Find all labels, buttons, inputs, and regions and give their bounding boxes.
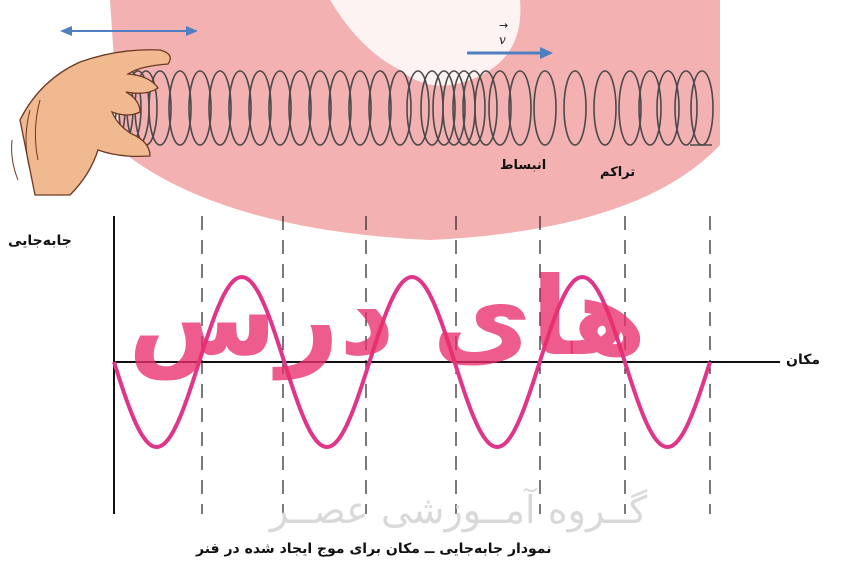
spring-loop [406, 70, 430, 146]
spring-loop [488, 70, 512, 146]
arrow-right-icon [467, 47, 553, 59]
spring-loop [248, 70, 272, 146]
spring-loop [432, 70, 456, 146]
spring-loop [208, 70, 232, 146]
rarefaction-label: انبساط [500, 158, 547, 173]
spring-loop [268, 70, 292, 146]
spring-loop [168, 70, 192, 146]
spring-loop [656, 70, 680, 146]
spring-loop [474, 70, 498, 146]
watermark-text: های درس [128, 255, 647, 380]
watermark-shape [110, 0, 720, 240]
velocity-vector-arrow: → [499, 19, 509, 32]
spring-loop [228, 70, 252, 146]
spring-loop [328, 70, 352, 146]
spring-loop [638, 70, 662, 146]
figure-caption: نمودار جابه‌جایی ــ مکان برای موج ایجاد … [196, 541, 552, 557]
spring-loop [388, 70, 412, 146]
spring-loop [368, 70, 392, 146]
watermark-subtext: گــروه آمــوزشی عصــر [270, 488, 648, 532]
watermark-emblem [330, 0, 521, 86]
spring-loop [348, 70, 372, 146]
spring-loop [618, 70, 642, 146]
spring-loop [563, 70, 587, 146]
spring-loop [674, 70, 698, 146]
compression-label: تراکم [600, 165, 636, 180]
spring-loop [308, 70, 332, 146]
displacement-wave [112, 274, 712, 450]
hand-icon [11, 49, 171, 196]
spring-loop [593, 70, 617, 146]
y-axis-label: جابه‌جایی [8, 233, 72, 249]
double-arrow-icon [60, 26, 198, 36]
spring-loop [442, 70, 466, 146]
spring-loop [533, 70, 557, 146]
velocity-label: v [499, 33, 506, 47]
spring-loop [508, 70, 532, 146]
spring-loop [288, 70, 312, 146]
spring-loop [188, 70, 212, 146]
spring-loop [462, 70, 486, 146]
spring-loop [148, 70, 172, 146]
x-axis-label: مکان [786, 352, 821, 368]
